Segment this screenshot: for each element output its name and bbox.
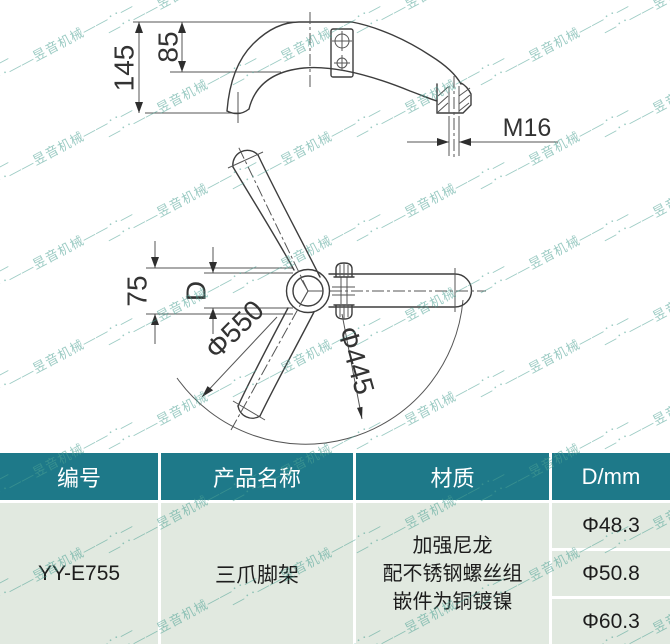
phi550-arc	[177, 300, 463, 444]
dim-phi445-label: Φ445	[332, 323, 381, 398]
cell-d-values: Φ48.3 Φ50.8 Φ60.3	[552, 503, 670, 644]
threaded-boss	[437, 83, 471, 113]
d-value: Φ48.3	[552, 503, 670, 548]
dim-d-label: D	[180, 281, 211, 301]
mounting-plate	[331, 29, 353, 77]
dim-phi550-label: Φ550	[199, 294, 270, 365]
cell-code: YY-E755	[0, 503, 158, 644]
spec-table: 编号 产品名称 材质 D/mm YY-E755 三爪脚架 加强尼龙 配不锈钢螺丝…	[0, 453, 670, 644]
technical-drawing: 145 85	[108, 0, 670, 453]
material-line: 加强尼龙	[412, 534, 493, 557]
lower-left-arm	[231, 291, 314, 430]
col-header-product: 产品名称	[161, 453, 353, 500]
material-line: 嵌件为铜镀镍	[392, 590, 513, 613]
side-view: 145 85	[108, 12, 558, 158]
d-value: Φ50.8	[552, 551, 670, 596]
dim-m16-label: M16	[503, 114, 552, 142]
hub-outer-circle	[287, 270, 330, 313]
dim-75-label: 75	[121, 275, 152, 306]
plan-view: 75 D	[121, 146, 486, 444]
clamp-screws	[332, 263, 355, 319]
material-line: 配不锈钢螺丝组	[382, 562, 523, 585]
col-header-d: D/mm	[552, 453, 670, 500]
upper-left-arm	[228, 146, 320, 291]
arm-inner-curve	[249, 68, 437, 109]
cell-product: 三爪脚架	[161, 503, 353, 644]
arm-outer-curve	[227, 22, 461, 111]
table-header-row: 编号 产品名称 材质 D/mm	[0, 453, 670, 500]
d-value: Φ60.3	[552, 599, 670, 644]
dim-145-label: 145	[108, 45, 139, 92]
dim-85-label: 85	[152, 31, 183, 62]
table-body-row: YY-E755 三爪脚架 加强尼龙 配不锈钢螺丝组 嵌件为铜镀镍 Φ48.3 Φ…	[0, 503, 670, 644]
col-header-code: 编号	[0, 453, 158, 500]
right-arm	[329, 268, 486, 312]
cell-material: 加强尼龙 配不锈钢螺丝组 嵌件为铜镀镍	[356, 503, 549, 644]
col-header-material: 材质	[356, 453, 549, 500]
